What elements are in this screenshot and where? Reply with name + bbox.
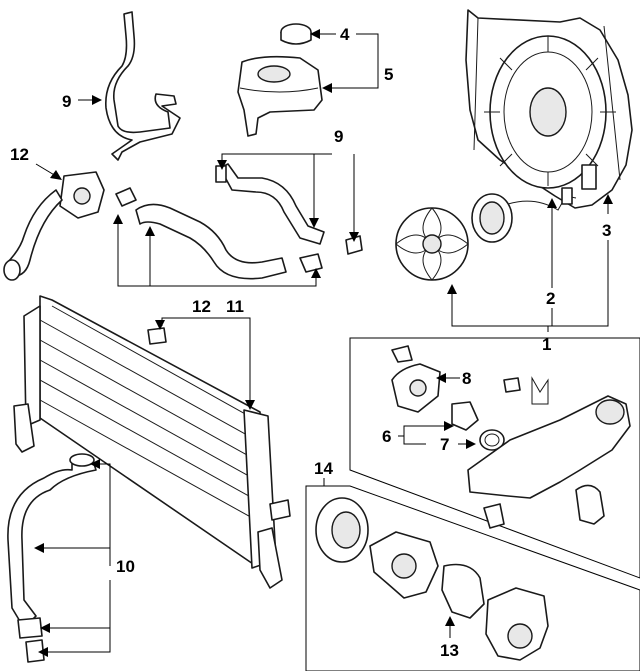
callout-12-upper: 12 xyxy=(10,145,29,164)
coolant-reservoir xyxy=(237,23,323,137)
hose-lower-12 xyxy=(115,187,323,280)
callout-2: 2 xyxy=(546,289,555,308)
callout-box-1 xyxy=(349,337,640,579)
callout-8: 8 xyxy=(462,369,471,388)
hose-lower-10 xyxy=(7,453,97,663)
callout-14: 14 xyxy=(314,459,333,478)
callout-9-middle: 9 xyxy=(334,127,343,146)
thermostat-outlet xyxy=(3,171,105,281)
callout-13: 13 xyxy=(440,641,459,660)
leader-lines xyxy=(34,29,613,657)
callout-numbers: 4 5 9 9 12 12 11 3 2 1 8 6 7 10 14 13 xyxy=(10,25,611,660)
callout-11: 11 xyxy=(226,297,244,316)
callout-7: 7 xyxy=(440,435,449,454)
callout-box-14 xyxy=(305,485,640,671)
callout-9-upper: 9 xyxy=(62,92,71,111)
temp-sensor xyxy=(147,327,167,345)
callout-3: 3 xyxy=(602,221,611,240)
callout-12-lower: 12 xyxy=(192,297,211,316)
callout-1: 1 xyxy=(542,335,551,354)
callout-10: 10 xyxy=(116,557,135,576)
thermostat-housing-assembly xyxy=(391,345,631,529)
fan-assembly xyxy=(395,187,577,281)
radiator xyxy=(13,295,291,589)
callout-5: 5 xyxy=(384,65,393,84)
callout-4: 4 xyxy=(340,25,350,44)
callout-6: 6 xyxy=(382,427,391,446)
water-pump-assembly xyxy=(315,497,549,661)
hose-upper-9 xyxy=(105,11,181,161)
fan-shroud xyxy=(465,9,633,209)
hose-middle-9 xyxy=(215,163,363,255)
